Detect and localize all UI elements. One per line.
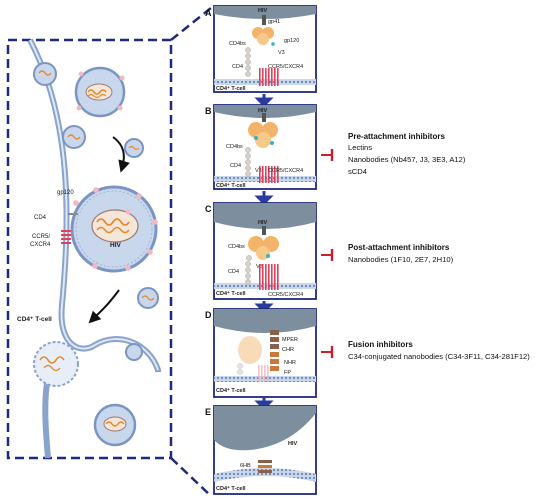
arrow-approach [112,136,130,173]
inhibitor-group-pre: Pre-attachment inhibitors Lectins Nanobo… [321,132,466,176]
panel-b-hiv-label: HIV [258,108,268,114]
panel-d-mper-label: MPER [282,337,298,343]
inhibitor-title-pre: Pre-attachment inhibitors [348,132,445,141]
panel-b-cell-label: CD4⁺ T-cell [216,182,246,189]
virion-fusing [33,341,79,387]
panel-a-coreceptor-label: CCR5/CXCR4 [268,64,303,70]
panel-d-cell-label: CD4⁺ T-cell [216,387,246,394]
panel-a-cell-label: CD4⁺ T-cell [216,85,246,92]
panel-b-coreceptor-label: CCR5/CXCR4 [268,168,303,174]
panel-e: E HIV CD4⁺ T-cell 6HB [205,405,317,495]
inhibitor-group-post: Post-attachment inhibitors Nanobodies (1… [321,243,454,264]
panel-e-6hb-label: 6HB [240,463,251,469]
inhibitor-item-lectins: Lectins [348,143,372,152]
panel-a-gp120-label: gp120 [284,38,299,44]
panel-a-v3-label: V3 [278,50,285,56]
panel-d-fp-label: FP [284,370,291,376]
step-arrow-ab [254,94,274,108]
panel-c-hiv-label: HIV [258,220,268,226]
panel-letter-d: D [205,310,212,320]
panel-d: D CD4⁺ T-cell MPER CHR NH [205,308,317,398]
virion-attached: HIV [70,185,158,273]
panel-c-cell-label: CD4⁺ T-cell [216,290,246,297]
panel-e-hiv-label: HIV [288,441,298,447]
inhibitor-title-fusion: Fusion inhibitors [348,340,413,349]
inhibitor-item-scd4: sCD4 [348,167,367,176]
overview-frame [6,38,173,460]
panel-b-cd4bs-label: CD4bs [226,144,243,150]
arrow-fusion [88,289,120,324]
inhibitor-item-nanobodies-pre: Nanobodies (Nb457, J3, 3E3, A12) [348,155,466,164]
panel-a-cd4bs-label: CD4bs [229,41,246,47]
panel-e-cell-label: CD4⁺ T-cell [216,485,246,492]
inhibitor-title-post: Post-attachment inhibitors [348,243,450,252]
panel-b-cd4-label: CD4 [230,163,241,169]
zoom-line-top [170,7,212,41]
panel-letter-e: E [205,407,211,417]
panel-c-cd4-label: CD4 [228,269,239,275]
inhibitor-item-nanobodies-post: Nanobodies (1F10, 2E7, 2H10) [348,255,454,264]
virion-small-3 [124,138,144,158]
panel-a-hiv-label: HIV [258,8,268,14]
panel-a-cd4-label: CD4 [232,64,243,70]
step-arrow-cd [254,301,274,314]
overview-cd4-label: CD4 [34,215,47,221]
zoom-line-bottom [170,457,212,497]
panel-a: A HIV CD4⁺ T-cell gp41 gp120 CD4bs V3 CD [205,5,317,93]
panel-letter-a: A [205,8,212,18]
panel-b: B HIV CD4⁺ T-cell CD4bs CD4 V3 [205,104,317,190]
step-arrow-de [254,398,274,411]
panel-d-chr-label: CHR [282,347,294,353]
inhibitors: Pre-attachment inhibitors Lectins Nanobo… [321,132,530,361]
virion-medium-1 [74,66,126,118]
panel-b-v3-label: V3 [255,168,262,174]
inhibitor-item-c34-nanobodies: C34-conjugated nanobodies (C34-3F11, C34… [348,352,530,361]
overview-coreceptor [61,230,71,244]
overview-panel: HIV gp120 CD4 CCR5/ CXCR4 [6,7,212,497]
overview-gp120-label: gp120 [57,190,74,196]
overview-hiv-label: HIV [110,242,122,249]
panel-d-nhr-label: NHR [284,360,296,366]
panel-c-coreceptor-label: CCR5/CXCR4 [268,292,303,298]
virion-medium-2 [93,403,137,447]
panel-a-gp41-label: gp41 [268,19,280,25]
virion-small-5 [125,343,143,361]
overview-coreceptor-label: CCR5/ CXCR4 [30,234,52,248]
virion-small-1 [33,62,57,86]
virion-small-2 [62,125,86,149]
stage-panels: A HIV CD4⁺ T-cell gp41 gp120 CD4bs V3 C D [205,5,317,495]
panel-c-cd4bs-label: CD4bs [228,244,245,250]
panel-letter-c: C [205,204,212,214]
panel-c: C HIV CD4⁺ T-cell CD4bs CD4 V3 [205,202,317,300]
step-arrow-bc [254,191,274,206]
inhibitor-group-fusion: Fusion inhibitors C34-conjugated nanobod… [321,340,530,361]
virion-small-4 [137,287,159,309]
overview-cell-label: CD4⁺ T-cell [17,316,52,323]
panel-letter-b: B [205,106,212,116]
